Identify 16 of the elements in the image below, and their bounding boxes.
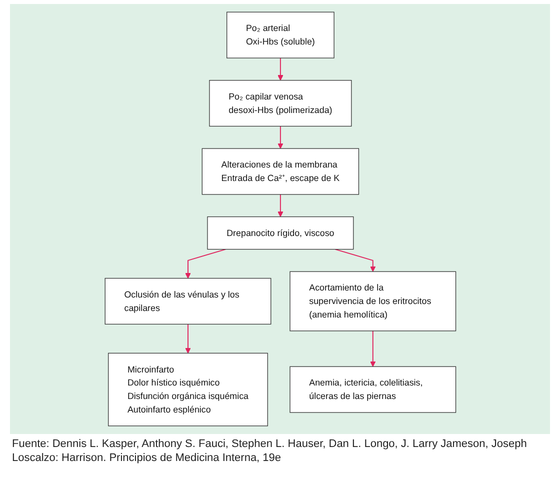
arrow <box>370 330 376 367</box>
node-box: Anemia, ictericia, colelitiasis, úlceras de las piernas <box>289 366 456 413</box>
arrow <box>184 248 226 279</box>
arrow <box>277 58 283 81</box>
arrow <box>277 194 283 218</box>
arrow <box>334 248 376 272</box>
arrow <box>277 126 283 149</box>
node-box: Po₂ capilar venosa desoxi-Hbs (polimerizada) <box>208 80 352 127</box>
node-box: Alteraciones de la membrana Entrada de Ca²⁺, escape de K <box>201 148 359 195</box>
node-box: Oclusión de las vénulas y los capilares <box>104 278 271 324</box>
node-box: Acortamiento de la supervivencia de los eritrocitos (anemia hemolítica) <box>289 271 456 332</box>
node-box: Drepanocito rígido, viscoso <box>206 216 354 250</box>
node-box: Microinfarto Dolor hístico isquémico Disfunción orgánica isquémica Autoinfarto esplénico <box>108 352 268 426</box>
node-box: Po₂ arterial Oxi-Hbs (soluble) <box>226 12 334 58</box>
arrow <box>184 324 190 354</box>
source-caption: Fuente: Dennis L. Kasper, Anthony S. Fauci, Stephen L. Hauser, Dan L. Longo, J. Larry Jameson, Joseph Loscalzo: Harrison. Principios de Medicina Interna, 19e <box>12 438 528 466</box>
